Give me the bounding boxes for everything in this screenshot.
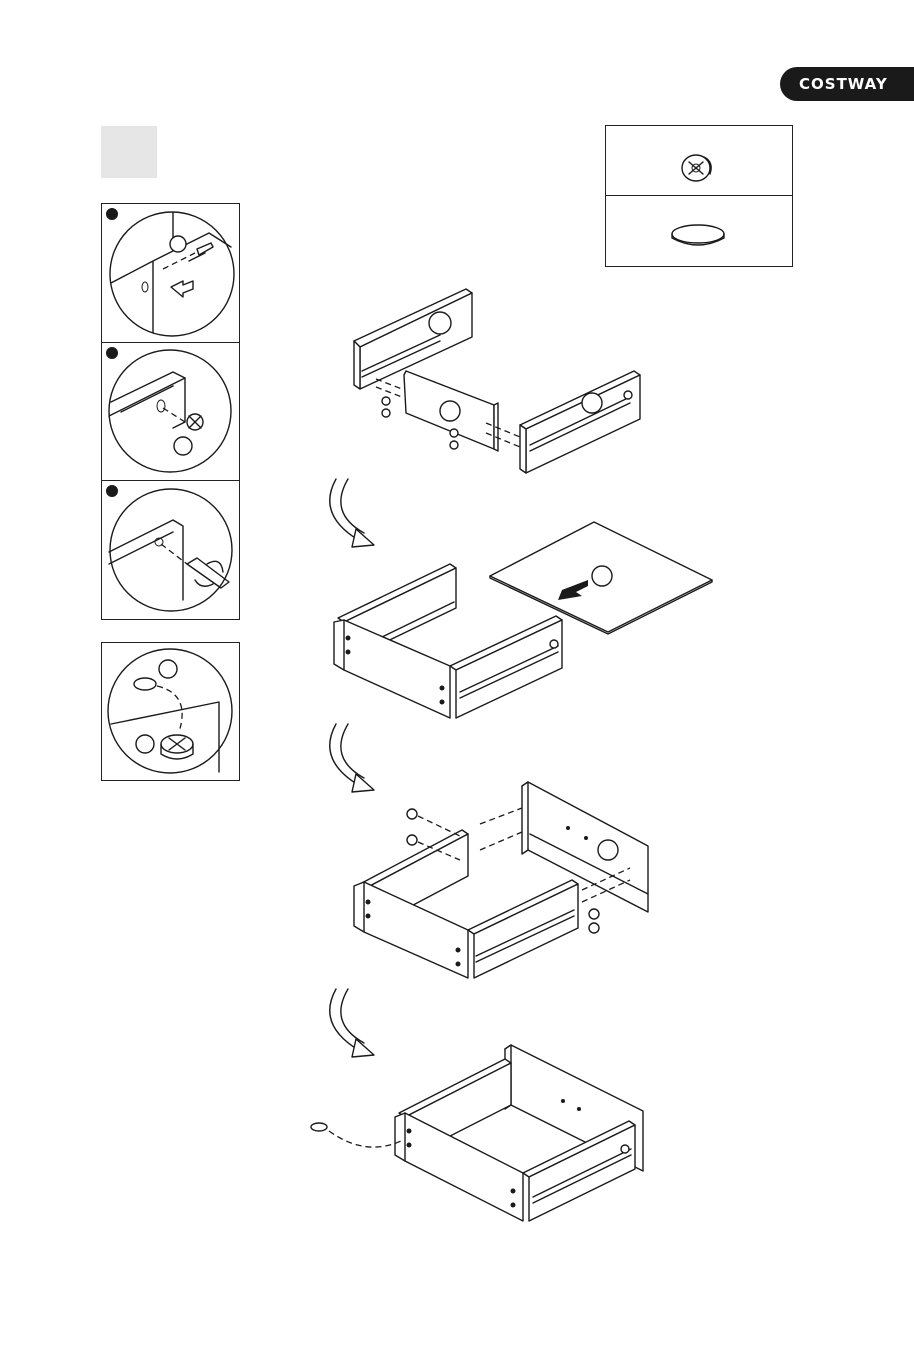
drawer-attach-front [350,780,650,985]
drawer-assembled [305,1045,650,1230]
step-badge-3 [106,485,118,497]
detail-insert-cam-lock [101,342,240,481]
detail-insert-cam-bolt [101,203,240,343]
detail-tighten-screwdriver [101,480,240,620]
logo-text: COSTWAY [799,75,888,93]
parts-table-divider [606,195,792,196]
step-badge-1 [106,208,118,220]
cam-lock-icon [674,148,724,188]
step-number-box [101,126,157,178]
costway-logo: COSTWAY [780,67,914,101]
drawer-panels-exploded [340,285,660,485]
parts-table [605,125,793,267]
step-arrow-1 [320,475,380,555]
cover-cap-icon [668,222,728,252]
detail-cover-cap [101,642,240,781]
drawer-bottom-panel [488,520,718,640]
step-badge-2 [106,347,118,359]
